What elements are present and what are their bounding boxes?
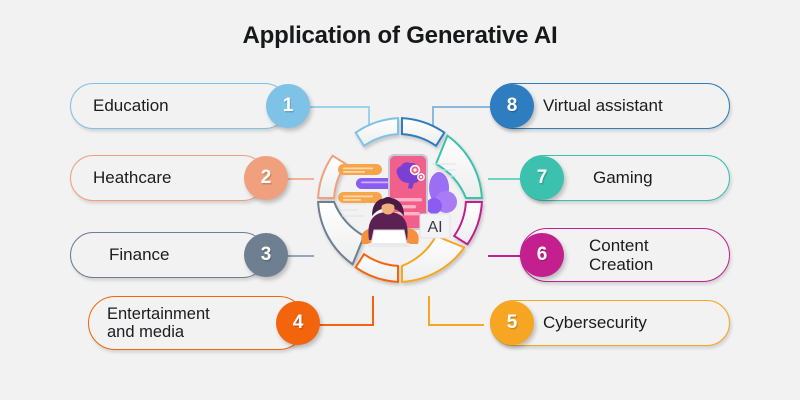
purple-blob [426,172,457,214]
item-label-2: Heathcare [93,168,172,188]
ai-card: AI [419,213,451,239]
item-virtual-assistant[interactable]: Virtual assistant 8 [490,83,730,129]
item-label-3: Finance [109,245,170,265]
connector-5 [428,296,484,326]
item-pill-1[interactable]: Education [70,83,288,129]
ring-segments [317,117,483,283]
ring-segment-1 [354,117,399,148]
item-badge-6[interactable]: 6 [520,233,564,277]
item-label-1: Education [93,96,169,116]
item-education[interactable]: Education 1 [70,83,310,129]
ai-card-label: AI [427,219,442,236]
item-finance[interactable]: Finance 3 [70,232,290,278]
item-number-1: 1 [282,95,294,116]
ring-segment-8 [401,117,446,148]
item-pill-3[interactable]: Finance [70,232,266,278]
ring-segment-7 [434,134,483,199]
connector-2 [276,178,314,180]
connector-8 [430,106,492,134]
item-label-4: Entertainment and media [107,304,210,341]
center-graphic: AI [310,110,490,290]
item-pill-8[interactable]: Virtual assistant [490,83,730,129]
item-number-7: 7 [536,167,548,188]
page-title: Application of Generative AI [242,22,558,49]
item-number-2: 2 [260,167,272,188]
item-badge-3[interactable]: 3 [244,233,288,277]
smartphone-device [388,154,428,230]
item-badge-4[interactable]: 4 [276,301,320,345]
item-label-6: Content Creation [589,235,654,274]
item-pill-4[interactable]: Entertainment and media [88,296,306,350]
segmented-ring [317,117,483,283]
item-gaming[interactable]: Gaming 7 [520,155,730,201]
item-content-creation[interactable]: Content Creation 6 [520,228,730,282]
item-number-5: 5 [506,312,518,333]
item-label-8: Virtual assistant [543,96,663,116]
connector-6 [488,255,526,257]
ring-segment-4 [354,252,399,283]
item-label-7: Gaming [593,168,653,188]
generative-ai-illustration: AI [338,154,457,247]
ring-segment-5 [401,234,466,283]
item-entertainment-and-media[interactable]: Entertainment and media 4 [88,296,328,350]
item-number-3: 3 [260,244,272,265]
item-cybersecurity[interactable]: Cybersecurity 5 [490,300,730,346]
connector-7 [488,178,526,180]
person-with-laptop [361,197,419,247]
item-label-5: Cybersecurity [543,313,647,333]
item-badge-7[interactable]: 7 [520,156,564,200]
item-badge-1[interactable]: 1 [266,84,310,128]
ring-segment-6 [452,201,483,246]
connector-1 [310,106,372,134]
item-heathcare[interactable]: Heathcare 2 [70,155,290,201]
item-badge-2[interactable]: 2 [244,156,288,200]
item-number-6: 6 [536,244,548,265]
ring-segment-3 [317,201,366,266]
ring-segment-2 [317,154,348,199]
item-badge-8[interactable]: 8 [490,84,534,128]
connector-3 [276,255,314,257]
item-pill-2[interactable]: Heathcare [70,155,266,201]
item-number-4: 4 [292,312,304,333]
connector-4 [318,296,374,326]
item-badge-5[interactable]: 5 [490,301,534,345]
item-number-8: 8 [506,95,518,116]
